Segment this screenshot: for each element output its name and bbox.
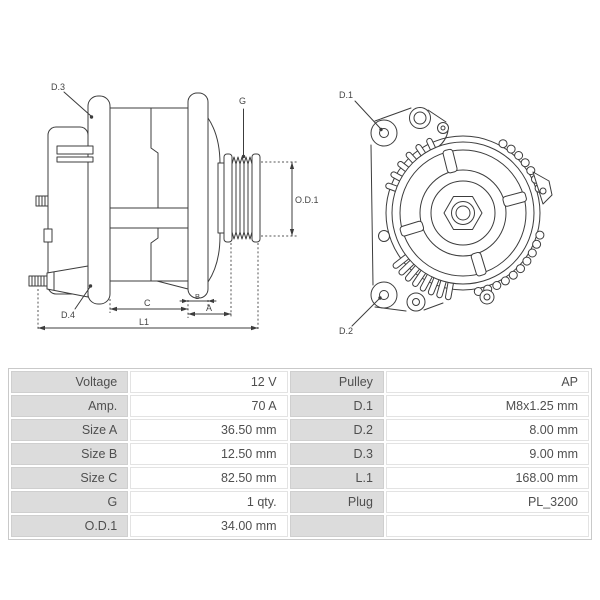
pulley-flange — [224, 154, 232, 242]
spec-value-cell: 82.50 mm — [130, 467, 288, 489]
spec-value-cell: PL_3200 — [385, 491, 589, 513]
spec-table: Voltage 12 V Pulley AP Amp. 70 A D.1 M8x… — [8, 368, 592, 540]
rear-flange — [88, 96, 110, 304]
mounting-ears — [371, 108, 494, 312]
regulator-tab — [57, 157, 93, 162]
front-flange — [188, 93, 208, 298]
spec-label-cell: Voltage — [11, 371, 129, 393]
spec-value-cell: 168.00 mm — [385, 467, 589, 489]
dim-label-d4: D.4 — [61, 310, 75, 320]
spec-value-cell: 12.50 mm — [130, 443, 288, 465]
dim-label-d1: D.1 — [339, 90, 353, 100]
rear-cover-notch — [44, 229, 52, 242]
dim-label-c: C — [144, 298, 151, 308]
spec-label-cell: D.1 — [289, 395, 384, 417]
dim-label-d2: D.2 — [339, 326, 353, 336]
mount-ear-d2 — [371, 282, 397, 308]
drive-end-housing — [208, 118, 220, 282]
spec-value-cell: 1 qty. — [130, 491, 288, 513]
spec-label-cell: Plug — [289, 491, 384, 513]
table-row: Size A 36.50 mm D.2 8.00 mm — [11, 419, 589, 441]
spec-value-cell: 36.50 mm — [130, 419, 288, 441]
table-row: Size C 82.50 mm L.1 168.00 mm — [11, 467, 589, 489]
table-row: Amp. 70 A D.1 M8x1.25 mm — [11, 395, 589, 417]
table-row: Voltage 12 V Pulley AP — [11, 371, 589, 393]
spec-label-cell: Size A — [11, 419, 129, 441]
stator-body — [110, 108, 188, 281]
front-pulley — [392, 142, 534, 284]
spec-label-cell: Amp. — [11, 395, 129, 417]
spec-value-cell: 8.00 mm — [385, 419, 589, 441]
spec-value-cell: 9.00 mm — [385, 443, 589, 465]
dim-label-l1: L1 — [139, 317, 149, 327]
spec-label-cell: D.2 — [289, 419, 384, 441]
spec-value-cell: 34.00 mm — [130, 515, 288, 537]
dim-label-g: G — [239, 96, 246, 106]
spec-value-cell: 12 V — [130, 371, 288, 393]
spec-value-cell: AP — [385, 371, 589, 393]
spec-label-cell — [289, 515, 384, 537]
dim-label-od1: O.D.1 — [295, 195, 319, 205]
spec-label-cell: L.1 — [289, 467, 384, 489]
dim-label-b: B — [195, 292, 200, 301]
dim-label-a: A — [206, 303, 212, 313]
spec-value-cell: M8x1.25 mm — [385, 395, 589, 417]
spec-label-cell: O.D.1 — [11, 515, 129, 537]
spec-label-cell: G — [11, 491, 129, 513]
spec-value-cell — [385, 515, 589, 537]
side-view-drawing: G O.D.1 B C — [29, 82, 319, 331]
shaft-nut — [444, 197, 482, 230]
spec-label-cell: Size B — [11, 443, 129, 465]
spec-label-cell: Size C — [11, 467, 129, 489]
spec-label-cell: Pulley — [289, 371, 384, 393]
pulley-flange — [252, 154, 260, 242]
spec-value-cell: 70 A — [130, 395, 288, 417]
regulator-tab — [57, 146, 93, 154]
alternator-diagram: G O.D.1 B C — [0, 82, 600, 336]
table-row: Size B 12.50 mm D.3 9.00 mm — [11, 443, 589, 465]
dim-label-d3: D.3 — [51, 82, 65, 92]
front-view-drawing: D.1 D.2 — [339, 90, 552, 336]
table-row: G 1 qty. Plug PL_3200 — [11, 491, 589, 513]
mount-ear-d1 — [371, 120, 397, 146]
table-row: O.D.1 34.00 mm — [11, 515, 589, 537]
spec-label-cell: D.3 — [289, 443, 384, 465]
pulley-ribs — [232, 157, 252, 164]
connector-plug — [47, 266, 88, 297]
